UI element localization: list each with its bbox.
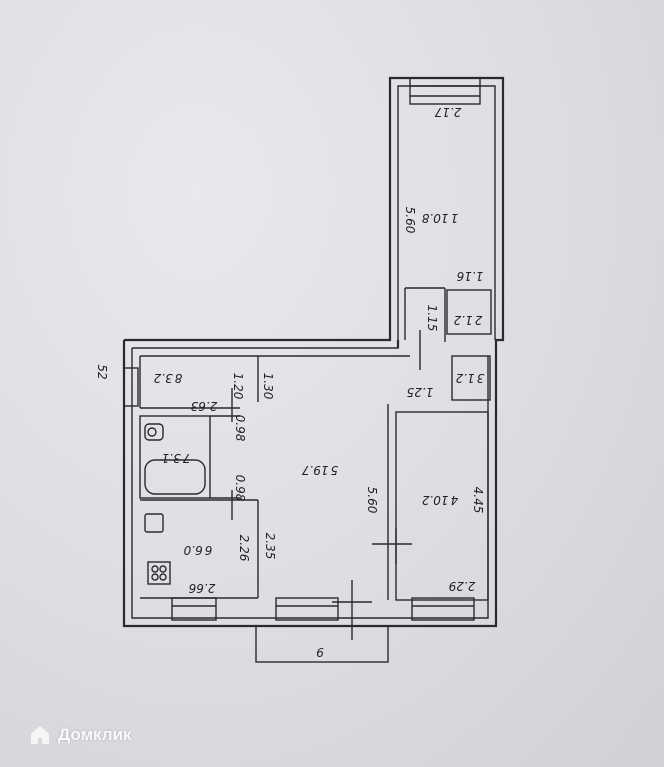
watermark: Домклик: [28, 722, 132, 748]
dim-120: 1.20: [231, 373, 245, 400]
dim-098-top: 0.98: [233, 415, 247, 442]
window-left: [123, 367, 139, 407]
dim-116: 1.16: [456, 269, 483, 283]
room-6-label: 66.0: [183, 543, 212, 557]
dim-52: 52: [95, 364, 109, 379]
dim-560-room5: 5.60: [365, 487, 379, 514]
dim-266: 2.66: [188, 581, 215, 595]
dim-560-room1: 5.60: [403, 207, 417, 234]
room-8-label: 83.2: [154, 371, 183, 385]
dim-217: 2.17: [434, 105, 461, 119]
room-7-label: 73.1: [162, 451, 191, 465]
interior-walls: [139, 287, 492, 601]
watermark-text: Домклик: [58, 725, 132, 744]
dim-263: 2.63: [191, 399, 218, 413]
dim-115: 1.15: [425, 305, 439, 332]
house-icon: [31, 726, 49, 744]
door-marks: [231, 330, 421, 640]
windows-bottom: [171, 597, 475, 621]
dim-226: 2.26: [237, 535, 251, 562]
dim-235: 2.35: [263, 533, 277, 560]
room-2-label: 21.2: [454, 313, 483, 327]
balcony-bottom: [255, 625, 389, 663]
window-top: [409, 77, 481, 105]
dim-130: 1.30: [261, 373, 275, 400]
dim-098-bottom: 0.98: [233, 475, 247, 502]
room-4-label: 410.2: [422, 493, 458, 507]
outer-walls: [122, 76, 505, 628]
dim-125: 1.25: [407, 385, 434, 399]
dim-229: 2.29: [449, 579, 476, 593]
room-3-label: 31.2: [456, 371, 485, 385]
dim-445: 4.45: [471, 487, 485, 514]
room-5-label: 519.7: [301, 463, 338, 477]
room-1-label: 110.8: [421, 211, 458, 225]
dim-9: 9: [316, 645, 324, 659]
